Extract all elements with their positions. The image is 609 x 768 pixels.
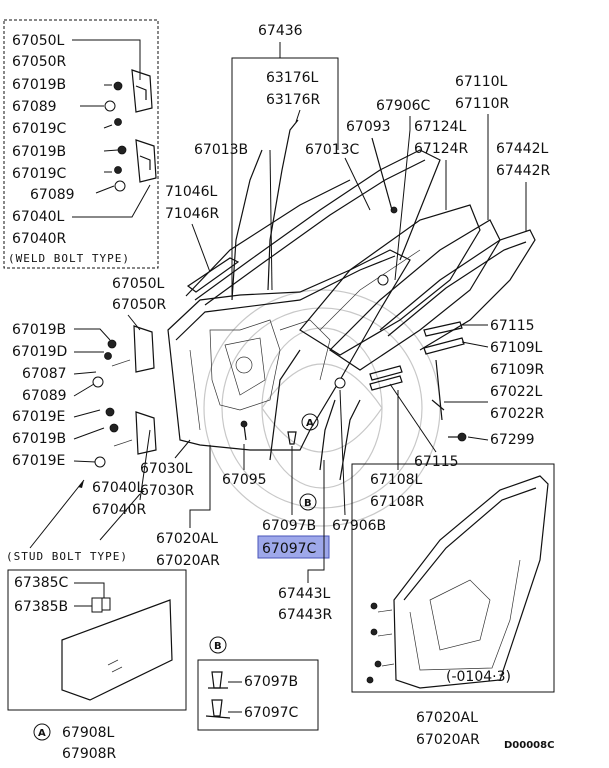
label-67022L: 67022L xyxy=(490,384,543,400)
label-right-67020AR: 67020AR xyxy=(416,732,480,748)
label-67109L: 67109L xyxy=(490,340,543,356)
label-stud-67019D: 67019D xyxy=(12,344,67,360)
label-67109R: 67109R xyxy=(490,362,545,378)
label-stud-67040R: 67040R xyxy=(92,502,147,518)
label-67013C: 67013C xyxy=(305,142,360,158)
label-weld-type: (WELD BOLT TYPE) xyxy=(8,252,130,265)
label-weld-67089-2: 67089 xyxy=(30,187,75,203)
label-67908R: 67908R xyxy=(62,746,117,762)
bottom-labels: 67030L 67030R 67095 67097B 67906B 67097C… xyxy=(140,389,386,623)
label-67442R: 67442R xyxy=(496,163,551,179)
weld-bolt-group: 67050L 67050R 67019B 67089 67019C 67019B… xyxy=(3,19,159,269)
clip-group-B: B 67097B 67097C xyxy=(197,636,319,731)
label-63176L: 63176L xyxy=(266,70,319,86)
label-67124R: 67124R xyxy=(414,141,469,157)
watermark xyxy=(203,289,441,527)
callout-B-door: B xyxy=(304,498,312,509)
label-stud-67019B-2: 67019B xyxy=(12,431,66,447)
label-67020AL: 67020AL xyxy=(156,531,218,547)
right-labels: 67115 67109L 67109R 67022L 67022R 67299 … xyxy=(370,318,545,510)
label-67906B: 67906B xyxy=(332,518,386,534)
label-stud-67019E-1: 67019E xyxy=(12,409,65,425)
diagram-code: D00008C xyxy=(504,740,554,751)
label-67110R: 67110R xyxy=(455,96,510,112)
label-box-67097B: 67097B xyxy=(244,674,298,690)
label-67385B: 67385B xyxy=(14,599,68,615)
label-67093: 67093 xyxy=(346,119,391,135)
label-weld-67050L: 67050L xyxy=(12,33,65,49)
callout-A-door: A xyxy=(306,418,314,429)
label-67443R: 67443R xyxy=(278,607,333,623)
door-shell-group: (-0104·3) 67020AL 67020AR D00008C xyxy=(351,463,555,751)
label-71046L: 71046L xyxy=(165,184,218,200)
label-weld-67019C-1: 67019C xyxy=(12,121,67,137)
label-67299: 67299 xyxy=(490,432,535,448)
label-weld-67040L: 67040L xyxy=(12,209,65,225)
label-67908L: 67908L xyxy=(62,725,115,741)
label-stud-67050R: 67050R xyxy=(112,297,167,313)
label-box-67097C: 67097C xyxy=(244,705,299,721)
label-67385C: 67385C xyxy=(14,575,69,591)
label-weld-67050R: 67050R xyxy=(12,54,67,70)
label-date-range: (-0104·3) xyxy=(446,669,511,685)
label-67443L: 67443L xyxy=(278,586,331,602)
highlight-67097C xyxy=(257,535,330,559)
label-weld-67019B-2: 67019B xyxy=(12,144,66,160)
label-67108L: 67108L xyxy=(370,472,423,488)
label-weld-67019C-2: 67019C xyxy=(12,166,67,182)
label-67442L: 67442L xyxy=(496,141,549,157)
label-67110L: 67110L xyxy=(455,74,508,90)
sheet-group-67908: 67385C 67385B A 67908L 67908R xyxy=(7,569,187,762)
door-assembly: A B xyxy=(167,119,536,511)
label-right-67020AL: 67020AL xyxy=(416,710,478,726)
label-67095: 67095 xyxy=(222,472,267,488)
callout-A-sheet: A xyxy=(38,728,46,739)
label-71046R: 71046R xyxy=(165,206,220,222)
label-67020AR: 67020AR xyxy=(156,553,220,569)
label-stud-67040L: 67040L xyxy=(92,480,145,496)
label-63176R: 63176R xyxy=(266,92,321,108)
label-67030R: 67030R xyxy=(140,483,195,499)
stud-bolt-group: 67050L 67050R 67019B 67019D 67087 67089 … xyxy=(6,276,167,563)
label-67097C: 67097C xyxy=(262,541,317,557)
label-67097B: 67097B xyxy=(262,518,316,534)
label-stud-67019B-1: 67019B xyxy=(12,322,66,338)
label-67124L: 67124L xyxy=(414,119,467,135)
label-weld-67089-1: 67089 xyxy=(12,99,57,115)
label-67108R: 67108R xyxy=(370,494,425,510)
callout-B-box: B xyxy=(214,641,222,652)
label-67013B: 67013B xyxy=(194,142,248,158)
label-stud-67019E-2: 67019E xyxy=(12,453,65,469)
label-67906C: 67906C xyxy=(376,98,431,114)
label-67115-1: 67115 xyxy=(490,318,535,334)
label-stud-67050L: 67050L xyxy=(112,276,165,292)
label-67436: 67436 xyxy=(258,23,303,39)
label-67115-2: 67115 xyxy=(414,454,459,470)
label-stud-type: (STUD BOLT TYPE) xyxy=(6,550,128,563)
main-labels: 67436 63176L 63176R 67013B 67013C 67906C… xyxy=(165,23,551,300)
label-stud-67089: 67089 xyxy=(22,388,67,404)
label-67030L: 67030L xyxy=(140,461,193,477)
label-weld-67019B-1: 67019B xyxy=(12,77,66,93)
label-weld-67040R: 67040R xyxy=(12,231,67,247)
label-67022R: 67022R xyxy=(490,406,545,422)
label-stud-67087: 67087 xyxy=(22,366,67,382)
